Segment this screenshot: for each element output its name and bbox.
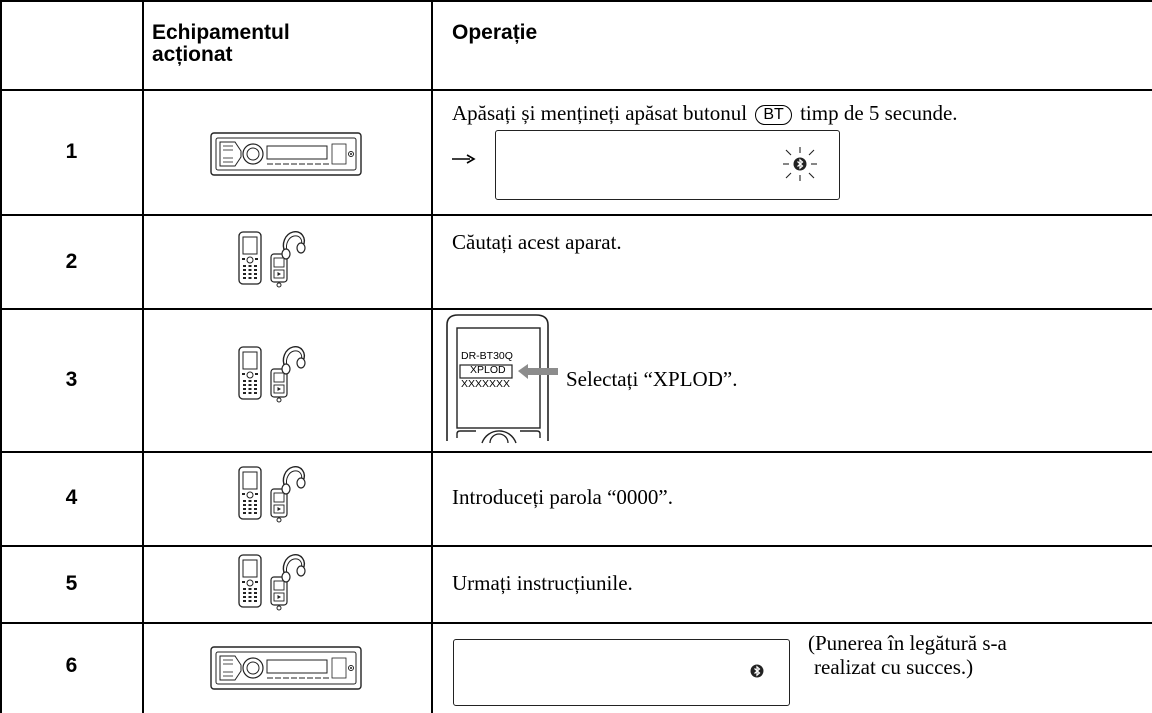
phone-and-player-icon (238, 345, 306, 403)
row-divider (0, 214, 1152, 216)
phone-list-item: DR-BT30Q (461, 350, 513, 362)
column-divider (431, 0, 433, 713)
header-operation: Operație (452, 21, 538, 44)
row-number: 1 (65, 140, 78, 163)
operation-text-line2: realizat cu succes.) (814, 655, 974, 679)
header-equipment-line2: acționat (152, 43, 233, 66)
operation-text-line1: (Punerea în legătură s-a (808, 631, 1007, 655)
phone-device-list: DR-BT30Q XPLOD XXXXXXX (461, 349, 513, 391)
row-number: 4 (65, 486, 78, 509)
column-divider (142, 0, 144, 713)
phone-and-player-icon (238, 553, 306, 611)
operation-text: (Punerea în legătură s-a realizat cu suc… (808, 631, 1007, 679)
phone-screen-illustration (446, 314, 558, 444)
table-border-left (0, 0, 2, 713)
bluetooth-blinking-icon (783, 147, 817, 181)
operation-text-part: Apăsați și mențineți apăsat butonul (452, 101, 748, 125)
row-number: 5 (65, 572, 78, 595)
operation-text: Căutați acest aparat. (452, 230, 622, 254)
operation-text: Apăsați și mențineți apăsat butonul BT t… (452, 101, 958, 125)
operation-text: Urmați instrucțiunile. (452, 571, 633, 595)
row-number: 2 (65, 250, 78, 273)
phone-list-item: XXXXXXX (461, 378, 511, 390)
phone-list-item-selected: XPLOD (470, 364, 506, 376)
row-divider (0, 451, 1152, 453)
phone-and-player-icon (238, 230, 306, 288)
row-number: 3 (65, 368, 78, 391)
header-equipment: Echipamentul acționat (152, 22, 290, 66)
row-divider (0, 545, 1152, 547)
unit-display (495, 130, 840, 200)
operation-text-part: timp de 5 secunde. (800, 101, 958, 125)
row-divider (0, 308, 1152, 310)
bluetooth-icon (749, 663, 765, 679)
header-divider (0, 89, 1152, 91)
operation-text: Selectați “XPLOD”. (566, 367, 738, 391)
right-arrow-icon (452, 154, 476, 164)
header-equipment-line1: Echipamentul (152, 21, 290, 44)
car-audio-unit-icon (210, 646, 362, 690)
operation-text: Introduceți parola “0000”. (452, 485, 673, 509)
row-number: 6 (65, 654, 78, 677)
row-divider (0, 622, 1152, 624)
phone-and-player-icon (238, 465, 306, 523)
unit-display (453, 639, 790, 706)
bt-button-icon: BT (755, 105, 792, 125)
car-audio-unit-icon (210, 132, 362, 176)
table-border-top (0, 0, 1152, 2)
